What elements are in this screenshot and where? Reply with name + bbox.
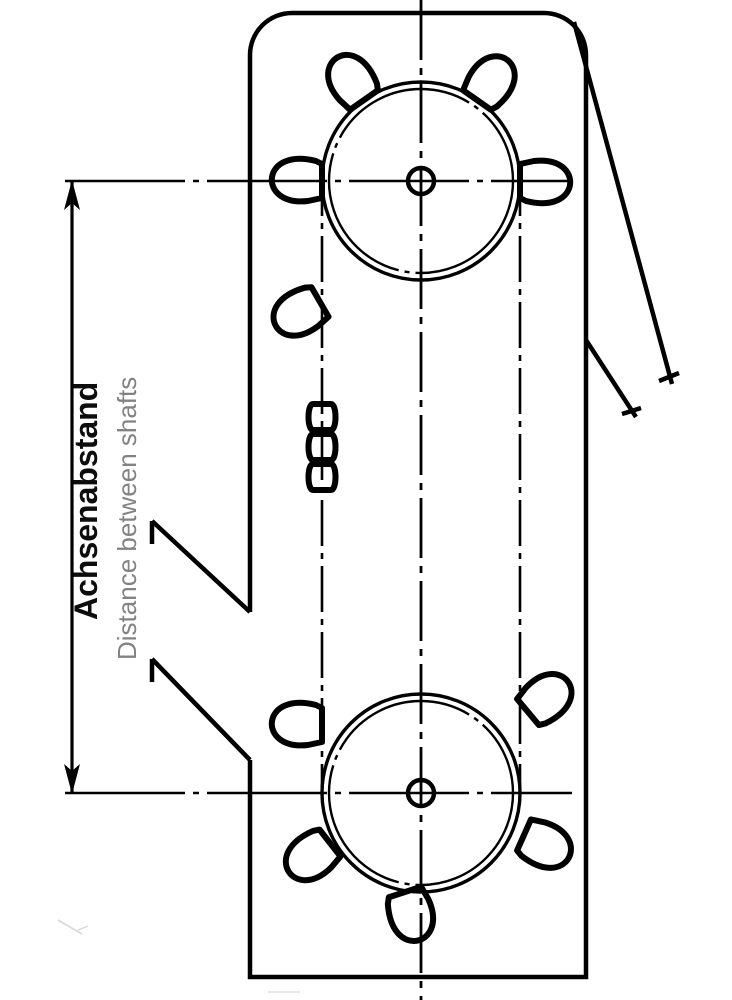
inlet-chute-lower-right bbox=[584, 338, 642, 419]
dimension-label-secondary: Distance between shafts bbox=[112, 376, 142, 660]
blade-bottom-upper-right bbox=[515, 664, 581, 729]
dimension-arrow-up bbox=[64, 180, 80, 210]
conveyor-housing bbox=[247, 10, 589, 980]
outlet-chute-upper-left bbox=[149, 519, 252, 614]
dimension-label-primary: Achsenabstand bbox=[68, 381, 104, 620]
achsenabstand-dimension-line bbox=[64, 180, 80, 794]
outlet-chute-lower-left bbox=[149, 657, 252, 762]
blade-bottom-lower-right bbox=[515, 816, 578, 875]
scan-artifacts bbox=[57, 919, 300, 993]
blade-bottom-bottom bbox=[384, 886, 440, 947]
dimension-arrow-down bbox=[64, 764, 80, 794]
inlet-chute-upper-right bbox=[571, 21, 680, 385]
blade-top-upper-right bbox=[460, 47, 524, 113]
blade-bottom-upper-left bbox=[272, 703, 322, 746]
blade-top-lower-left bbox=[265, 283, 330, 345]
